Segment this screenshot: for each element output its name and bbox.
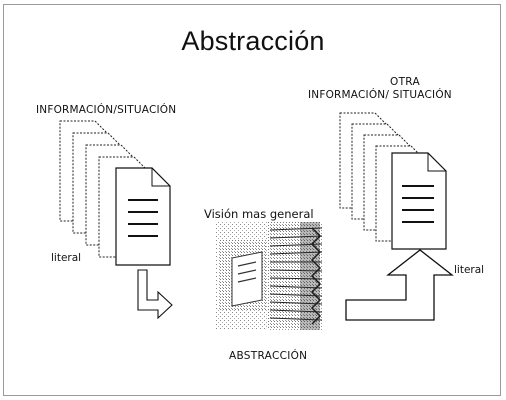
left-bent-arrow: [137, 269, 173, 320]
slide-title: Abstracción: [181, 26, 325, 56]
abstraction-caption: ABSTRACCIÓN: [229, 350, 308, 362]
center-caption: Visión mas general: [204, 207, 314, 221]
right-heading-line2: INFORMACIÓN/ SITUACIÓN: [308, 89, 452, 101]
literal-left-label: literal: [51, 252, 82, 264]
right-heading-line1: OTRA: [390, 76, 420, 88]
left-front-document: [115, 167, 171, 266]
right-front-document: [391, 152, 447, 250]
right-bent-arrow: [345, 249, 454, 321]
literal-right-label: literal: [454, 264, 485, 276]
left-heading: INFORMACIÓN/SITUACIÓN: [36, 104, 177, 116]
abstraction-image: [215, 222, 323, 330]
slide-border: [3, 4, 501, 396]
